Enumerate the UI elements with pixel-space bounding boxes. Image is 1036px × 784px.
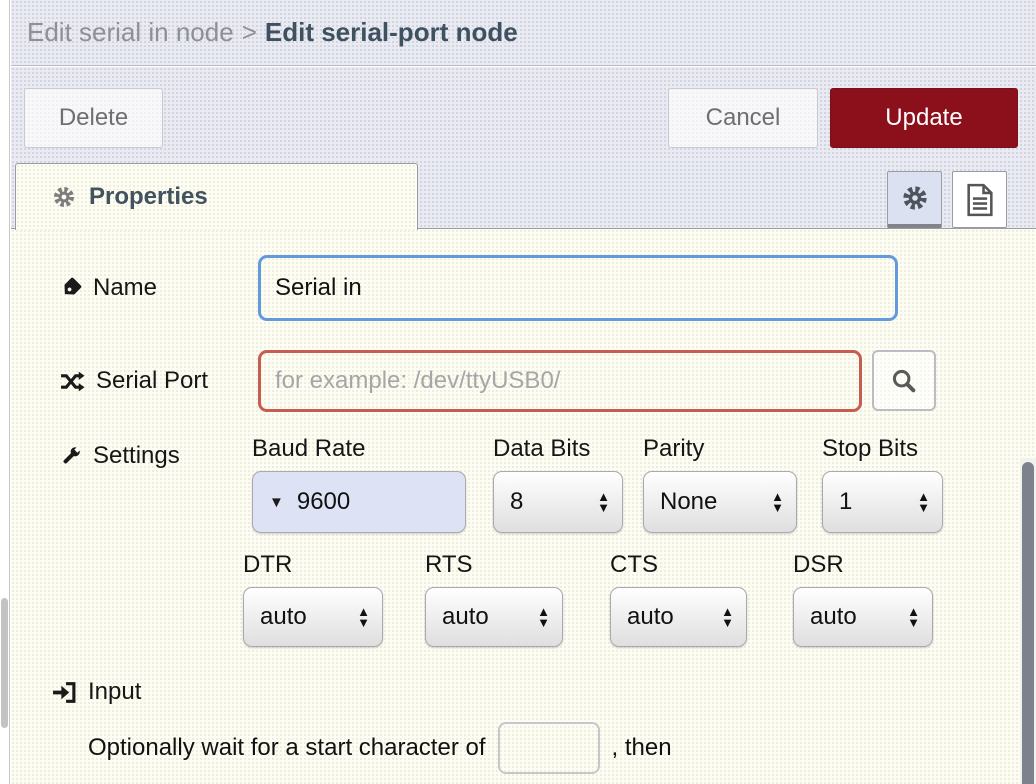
sign-in-icon — [52, 681, 77, 704]
select-spinner-icon: ▲▼ — [597, 489, 610, 515]
select-spinner-icon: ▲▼ — [357, 604, 370, 630]
rts-value: auto — [442, 603, 489, 630]
baud-rate-label: Baud Rate — [252, 435, 366, 462]
properties-form: Name Serial Port — [11, 229, 1036, 784]
stop-bits-select[interactable]: 1 ▲▼ — [822, 471, 943, 533]
wait-prefix-text: Optionally wait for a start character of — [88, 733, 486, 761]
dsr-label: DSR — [793, 551, 844, 578]
select-spinner-icon: ▲▼ — [771, 489, 784, 515]
search-port-button[interactable] — [872, 350, 936, 411]
gear-icon — [52, 185, 76, 209]
form-scrollbar-thumb[interactable] — [1022, 462, 1034, 784]
select-spinner-icon: ▲▼ — [917, 489, 930, 515]
parity-select[interactable]: None ▲▼ — [643, 471, 797, 533]
serial-port-label-text: Serial Port — [96, 367, 209, 394]
breadcrumb-parent-link[interactable]: Edit serial in node — [27, 17, 234, 47]
dsr-value: auto — [810, 603, 857, 630]
input-section-label: Input — [52, 677, 141, 707]
dtr-group: DTR auto ▲▼ — [243, 551, 383, 647]
cancel-button[interactable]: Cancel — [668, 88, 818, 148]
dtr-label: DTR — [243, 551, 293, 578]
cts-group: CTS auto ▲▼ — [610, 551, 747, 647]
settings-label: Settings — [60, 441, 180, 471]
caret-down-icon: ▼ — [269, 493, 284, 511]
node-description-button[interactable] — [952, 171, 1007, 228]
search-icon — [890, 367, 918, 395]
start-character-field[interactable] — [497, 721, 600, 774]
stop-bits-label: Stop Bits — [822, 435, 919, 462]
name-label-text: Name — [93, 274, 158, 301]
name-label: Name — [60, 255, 157, 321]
edit-dialog: Edit serial in node>Edit serial-port nod… — [11, 0, 1036, 784]
tab-properties-label: Properties — [89, 183, 208, 210]
breadcrumb: Edit serial in node>Edit serial-port nod… — [27, 17, 518, 48]
shuffle-icon — [60, 370, 85, 393]
tab-bar: Properties — [11, 160, 1036, 230]
parity-group: Parity None ▲▼ — [643, 435, 797, 533]
rts-label: RTS — [425, 551, 473, 578]
breadcrumb-separator: > — [241, 17, 257, 47]
tab-properties[interactable]: Properties — [15, 163, 418, 230]
gear-icon — [901, 184, 929, 212]
dtr-value: auto — [260, 603, 307, 630]
dtr-select[interactable]: auto ▲▼ — [243, 587, 383, 647]
data-bits-select[interactable]: 8 ▲▼ — [493, 471, 623, 533]
data-bits-value: 8 — [510, 488, 524, 515]
data-bits-label: Data Bits — [493, 435, 591, 462]
dsr-select[interactable]: auto ▲▼ — [793, 587, 933, 647]
wait-suffix-text: , then — [611, 733, 672, 761]
settings-label-text: Settings — [93, 442, 180, 469]
select-spinner-icon: ▲▼ — [721, 604, 734, 630]
left-scrollbar-thumb[interactable] — [1, 598, 8, 728]
start-character-row: Optionally wait for a start character of… — [88, 721, 672, 774]
baud-rate-group: Baud Rate ▼ 9600 — [252, 435, 466, 533]
rts-group: RTS auto ▲▼ — [425, 551, 563, 647]
serial-port-field[interactable] — [258, 350, 862, 412]
tray-toolbar: Delete Cancel Update — [11, 67, 1036, 160]
stop-bits-group: Stop Bits 1 ▲▼ — [822, 435, 943, 533]
stop-bits-value: 1 — [839, 488, 853, 515]
name-field[interactable] — [258, 255, 898, 321]
cts-value: auto — [627, 603, 674, 630]
baud-rate-select[interactable]: ▼ 9600 — [252, 471, 466, 533]
update-button[interactable]: Update — [830, 88, 1018, 148]
document-icon — [965, 183, 995, 217]
serial-port-label: Serial Port — [60, 350, 208, 412]
input-section-label-text: Input — [88, 678, 142, 705]
baud-rate-value: 9600 — [296, 488, 351, 515]
cts-label: CTS — [610, 551, 658, 578]
rts-select[interactable]: auto ▲▼ — [425, 587, 563, 647]
select-spinner-icon: ▲▼ — [537, 604, 550, 630]
data-bits-group: Data Bits 8 ▲▼ — [493, 435, 623, 533]
breadcrumb-current: Edit serial-port node — [264, 17, 518, 47]
wrench-icon — [60, 445, 82, 467]
select-spinner-icon: ▲▼ — [907, 604, 920, 630]
parity-label: Parity — [643, 435, 705, 462]
delete-button[interactable]: Delete — [24, 88, 163, 148]
cts-select[interactable]: auto ▲▼ — [610, 587, 747, 647]
parity-value: None — [660, 488, 718, 515]
tag-icon — [60, 277, 82, 299]
dsr-group: DSR auto ▲▼ — [793, 551, 933, 647]
workspace-left-strip — [0, 0, 10, 784]
node-properties-button[interactable] — [887, 171, 942, 228]
tray-header: Edit serial in node>Edit serial-port nod… — [11, 0, 1036, 66]
form-scrollbar-track[interactable] — [1020, 458, 1036, 784]
